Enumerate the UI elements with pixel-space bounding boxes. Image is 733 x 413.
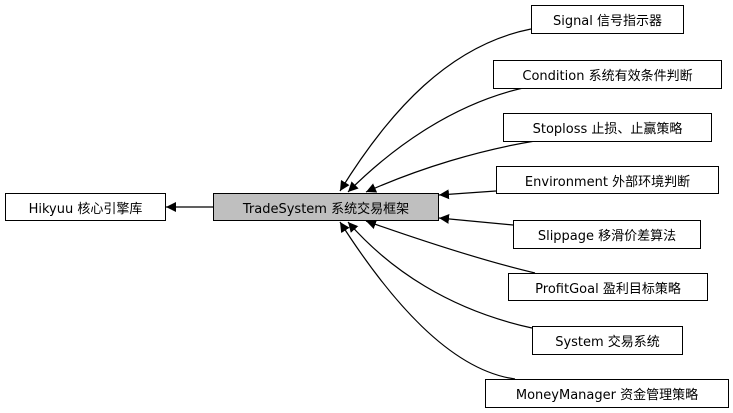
node-label: System 交易系统 [555,335,660,350]
node-moneymanager[interactable]: MoneyManager 资金管理策略 [485,379,729,408]
node-environment[interactable]: Environment 外部环境判断 [496,166,719,194]
node-label: Condition 系统有效条件判断 [522,69,693,84]
edge-condition-to-tradesystem [347,87,524,193]
node-label: MoneyManager 资金管理策略 [515,388,699,403]
node-hikyuu[interactable]: Hikyuu 核心引擎库 [5,193,166,221]
node-label: Hikyuu 核心引擎库 [28,201,143,217]
node-tradesystem[interactable]: TradeSystem 系统交易框架 [213,193,439,221]
edge-slippage-to-tradesystem [438,213,514,226]
edge-signal-to-tradesystem [339,28,532,192]
node-slippage[interactable]: Slippage 移滑价差算法 [513,220,701,249]
node-system[interactable]: System 交易系统 [532,326,683,355]
node-label: Stoploss 止损、止赢策略 [532,122,683,137]
node-stoploss[interactable]: Stoploss 止损、止赢策略 [503,113,712,142]
node-profitgoal[interactable]: ProfitGoal 盈利目标策略 [508,273,708,301]
edge-system-to-tradesystem [347,221,533,329]
node-label: ProfitGoal 盈利目标策略 [535,281,681,297]
edge-stoploss-to-tradesystem [365,140,536,193]
edge-moneymanager-to-tradesystem [339,221,516,380]
node-label: Signal 信号指示器 [552,14,663,29]
edge-environment-to-tradesystem [438,189,497,200]
node-condition[interactable]: Condition 系统有效条件判断 [493,60,722,89]
node-label: Environment 外部环境判断 [524,174,691,190]
edge-profitgoal-to-tradesystem [365,219,536,274]
node-signal[interactable]: Signal 信号指示器 [531,5,684,34]
node-label: TradeSystem 系统交易框架 [242,201,410,217]
node-label: Slippage 移滑价差算法 [537,229,677,244]
